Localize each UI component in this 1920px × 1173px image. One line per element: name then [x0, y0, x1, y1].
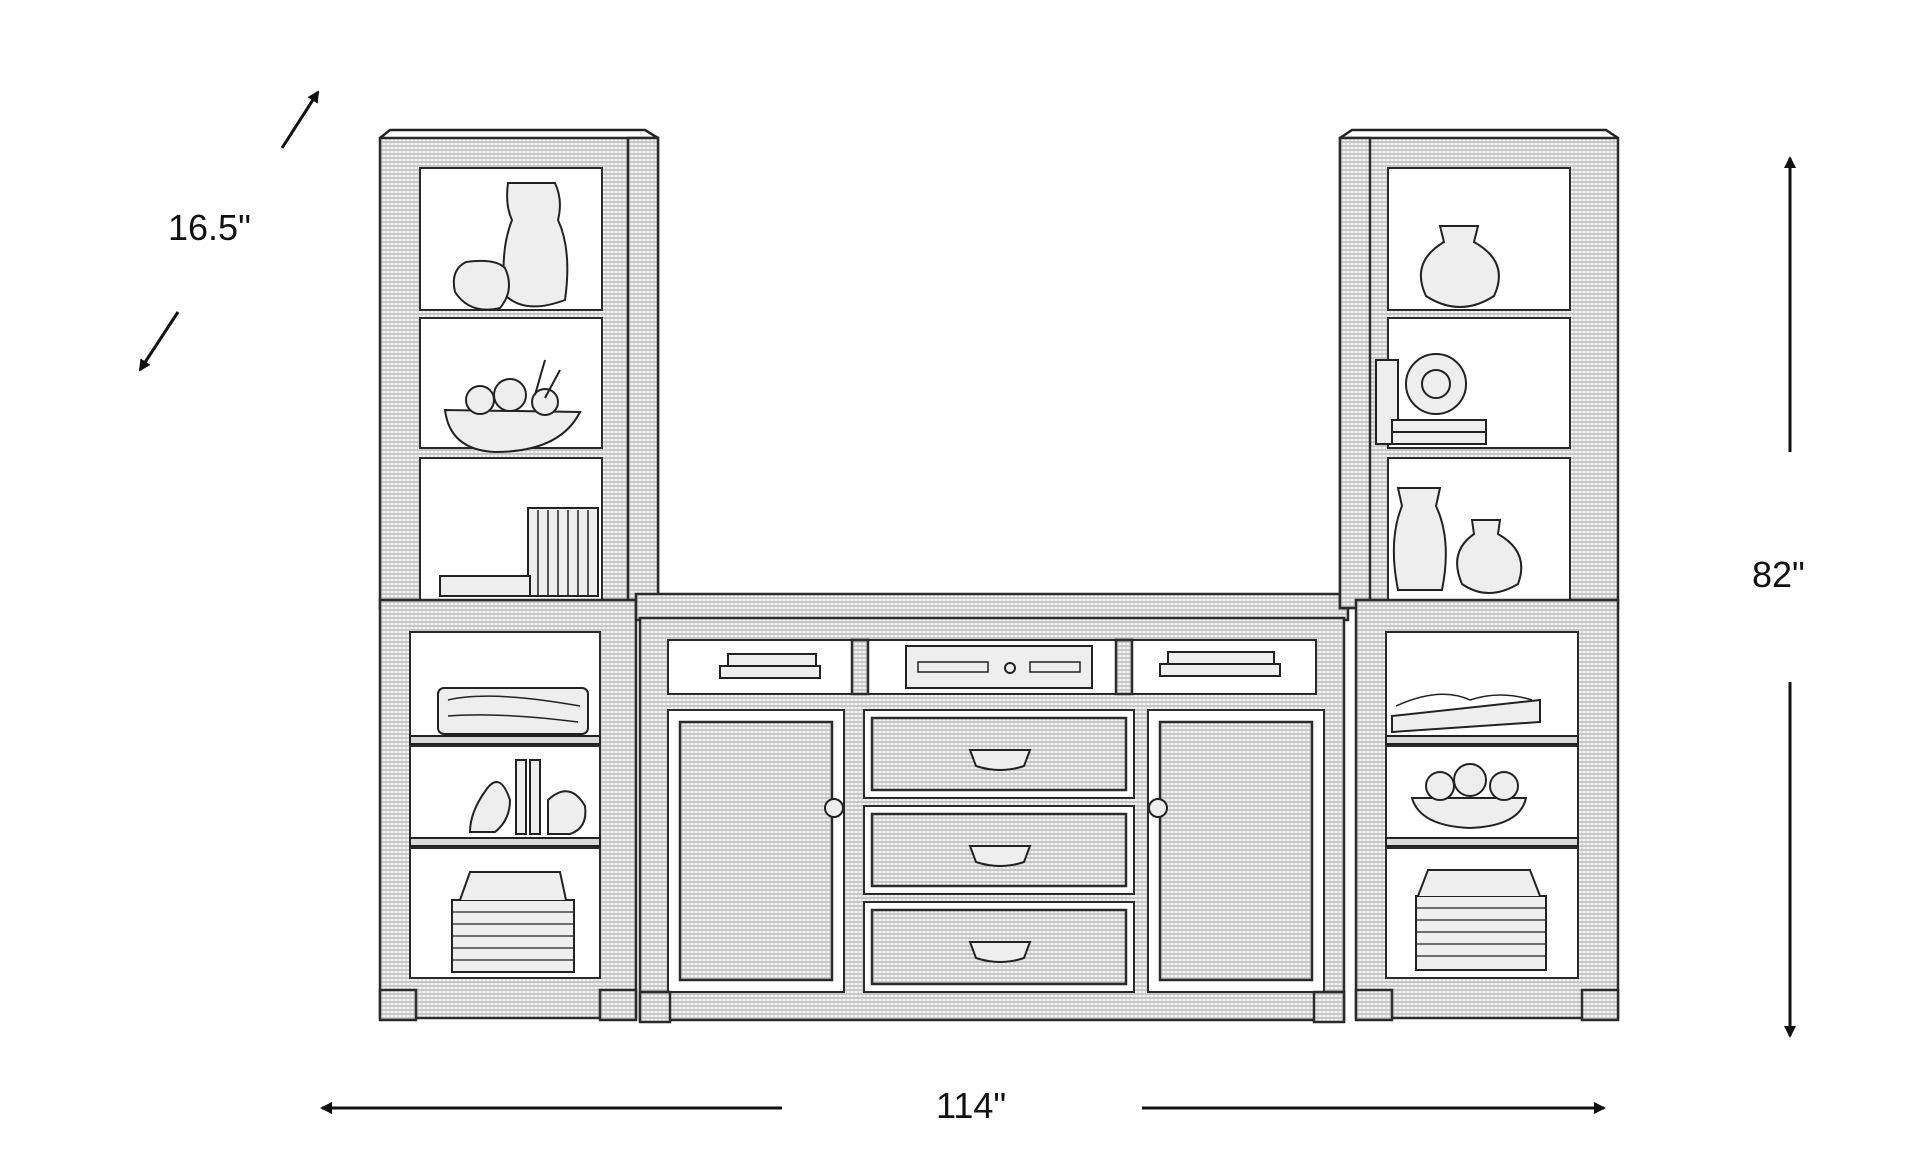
vases-decor — [1392, 487, 1523, 594]
round-vase-decor — [1419, 225, 1500, 308]
left-door-knob — [824, 798, 844, 818]
stacked-books-right — [1159, 651, 1281, 677]
tray-decor — [437, 687, 589, 735]
drawer-pull-middle — [968, 845, 1032, 867]
fruit-bowl-decor — [1410, 763, 1528, 830]
stacked-books-left — [719, 653, 821, 679]
media-player-decor — [905, 645, 1093, 689]
basket-decor — [451, 871, 575, 973]
depth-arrow-upper — [280, 90, 320, 149]
basket-decor-right — [1415, 869, 1547, 971]
bookends-decor — [468, 759, 587, 835]
width-label: 114" — [936, 1085, 1006, 1126]
vase-decor — [452, 182, 569, 311]
drawer-pull-top — [968, 749, 1032, 771]
right-bookcase-tower — [1338, 128, 1620, 1022]
right-door-knob — [1148, 798, 1168, 818]
depth-label: 16.5" — [168, 207, 251, 248]
books-decor — [439, 507, 599, 597]
left-bookcase-tower — [378, 128, 660, 1022]
tray-decor-right — [1391, 693, 1541, 734]
depth-arrow-lower — [138, 311, 180, 372]
bowl-decor — [443, 359, 582, 454]
center-media-console — [634, 592, 1350, 1024]
height-label: 82" — [1752, 554, 1805, 595]
drawer-pull-bottom — [968, 941, 1032, 963]
sculpture-decor — [1375, 353, 1487, 445]
